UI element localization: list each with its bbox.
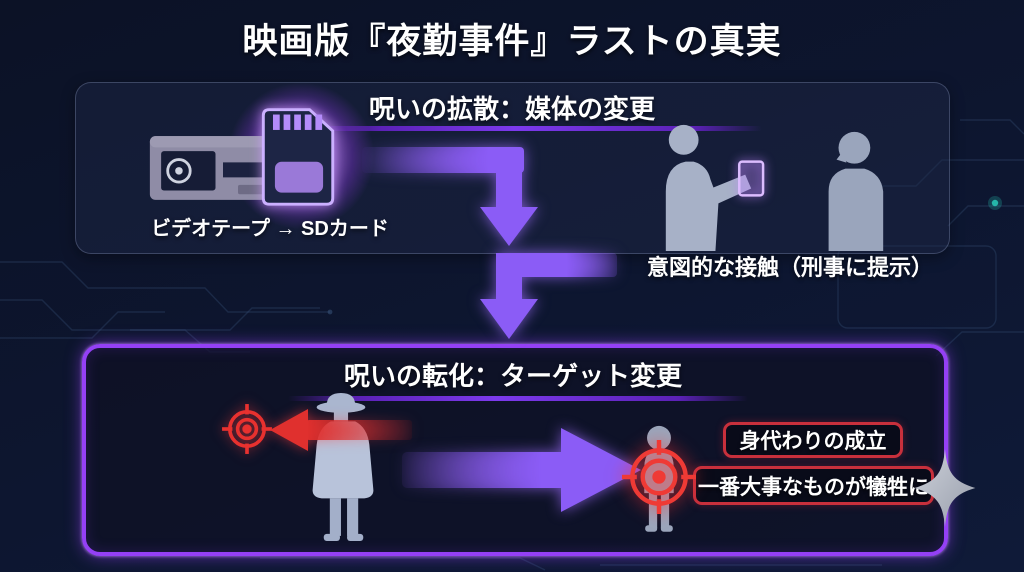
vhs-tape-icon <box>149 136 297 200</box>
target-crosshair-icon-small <box>222 404 272 454</box>
spread-panel-header: 呪いの拡散：媒体の変更 <box>368 94 655 124</box>
glowing-card-icon <box>738 160 765 197</box>
spread-header-underline <box>312 126 762 131</box>
badge-sacrifice: 一番大事なものが犠牲に <box>693 466 934 505</box>
detective-silhouette <box>312 393 374 541</box>
badge-sacrifice-label: 一番大事なものが犠牲に <box>698 475 929 499</box>
contact-caption: 意図的な接触（刑事に提示） <box>646 255 933 280</box>
transform-header-underline <box>288 396 748 401</box>
people-handoff-silhouette <box>665 124 884 251</box>
badge-substitution-label: 身代わりの成立 <box>739 430 887 453</box>
page-title: 映画版『夜勤事件』ラストの真実 <box>242 22 782 61</box>
transform-panel-header: 呪いの転化：ターゲット変更 <box>343 361 682 391</box>
sd-card-icon <box>261 108 335 206</box>
badge-substitution: 身代わりの成立 <box>723 422 903 458</box>
target-crosshair-icon-large <box>622 440 696 514</box>
media-change-label: ビデオテープ → SDカード <box>151 218 389 240</box>
sparkle-icon <box>914 449 976 527</box>
